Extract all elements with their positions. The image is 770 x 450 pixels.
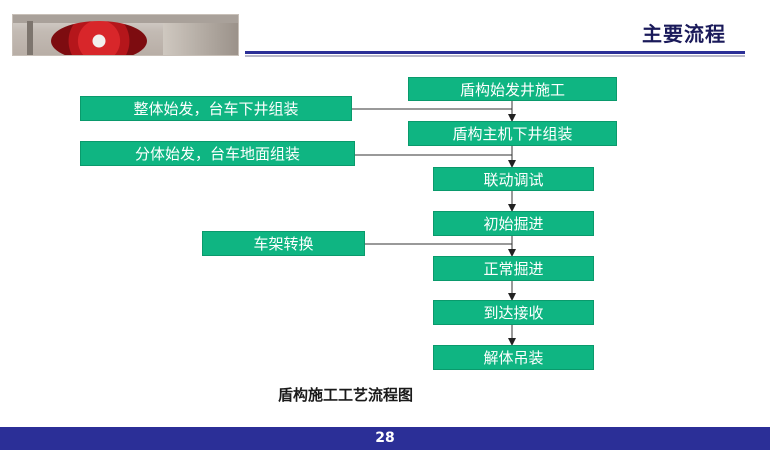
step-start-shaft: 盾构始发井施工	[408, 77, 617, 101]
step-normal-excavation: 正常掘进	[433, 256, 594, 281]
header-photo	[12, 14, 239, 56]
header-rule-shadow	[245, 55, 745, 57]
step-arrival: 到达接收	[433, 300, 594, 325]
step-machine-assembly: 盾构主机下井组装	[408, 121, 617, 146]
step-initial-excavation: 初始掘进	[433, 211, 594, 236]
input-split-launch: 分体始发，台车地面组装	[80, 141, 355, 166]
header-rule	[245, 51, 745, 54]
page-title: 主要流程	[642, 22, 726, 46]
step-joint-debugging: 联动调试	[433, 167, 594, 191]
step-dismantle-lift: 解体吊装	[433, 345, 594, 370]
footer-bar	[0, 427, 770, 450]
page-number: 28	[375, 430, 395, 446]
diagram-caption: 盾构施工工艺流程图	[278, 386, 414, 404]
input-whole-launch: 整体始发，台车下井组装	[80, 96, 352, 121]
input-frame-conversion: 车架转换	[202, 231, 365, 256]
